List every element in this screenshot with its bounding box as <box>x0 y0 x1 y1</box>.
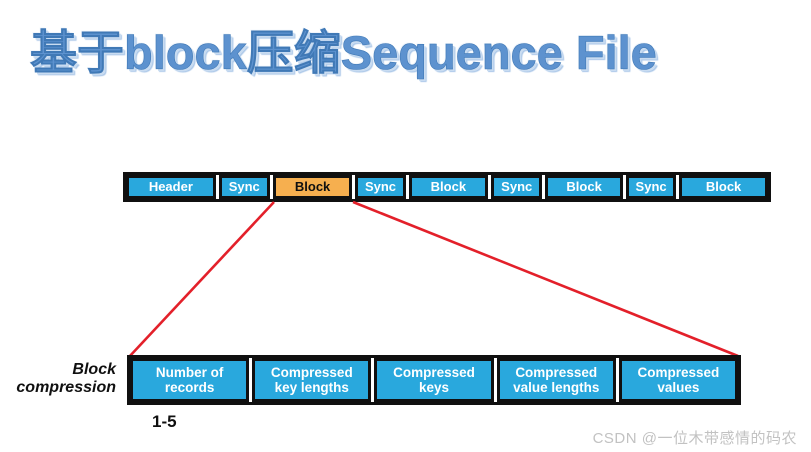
field-compressed-keys: Compressed keys <box>374 358 494 402</box>
field-compressed-key-lengths: Compressed key lengths <box>252 358 372 402</box>
block-compression-label: Block compression <box>16 361 116 397</box>
segment-block: Block <box>679 175 768 199</box>
segment-sync: Sync <box>355 175 406 199</box>
field-number-of-records: Number of records <box>130 358 250 402</box>
csdn-watermark: CSDN @一位木带感情的码农 <box>592 430 797 447</box>
segment-block: Block <box>545 175 624 199</box>
segment-sync: Sync <box>626 175 677 199</box>
slide-title: 基于block压缩Sequence File <box>30 26 657 80</box>
segment-block: Block <box>408 175 489 199</box>
field-compressed-value-lengths: Compressed value lengths <box>496 358 616 402</box>
expansion-line-right <box>352 200 739 358</box>
block-detail-bar: Number of records Compressed key lengths… <box>127 355 741 405</box>
segment-header: Header <box>126 175 216 199</box>
segment-block-highlighted: Block <box>272 175 353 199</box>
segment-sync: Sync <box>491 175 543 199</box>
range-label: 1-5 <box>152 412 177 431</box>
sequence-file-bar: Header Sync Block Sync Block Sync Block … <box>123 172 771 202</box>
expansion-line-left <box>128 201 275 358</box>
field-compressed-values: Compressed values <box>618 358 739 402</box>
segment-sync: Sync <box>218 175 270 199</box>
